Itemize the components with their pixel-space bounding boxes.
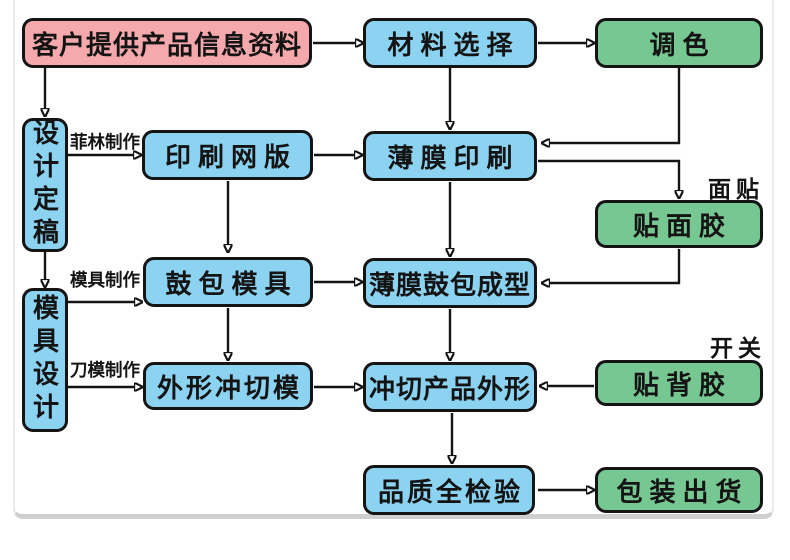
- edge-label-film-making: 菲林制作: [70, 132, 140, 152]
- side-label-face-sticker: 面贴: [708, 176, 764, 202]
- edge-label-mold-making: 模具制作: [70, 270, 140, 290]
- node-film-bulge-forming: 薄膜鼓包成型: [363, 258, 537, 308]
- node-design-finalize: 设计定稿: [22, 118, 68, 252]
- node-film-printing: 薄膜印刷: [363, 131, 537, 181]
- node-quality-inspection: 品质全检验: [363, 465, 535, 515]
- node-face-adhesive: 贴面胶: [595, 200, 763, 248]
- node-packing-shipping: 包装出货: [595, 467, 763, 513]
- node-screen-plate: 印刷网版: [142, 130, 313, 180]
- node-shape-cutting-die: 外形冲切模: [143, 362, 313, 410]
- node-back-adhesive: 贴背胶: [595, 360, 763, 406]
- arrow-faceadhesive-to-forming: [549, 249, 681, 283]
- edge-label-die-making: 刀模制作: [70, 360, 140, 380]
- node-material-selection: 材料选择: [363, 18, 537, 68]
- arrow-filmprint-to-faceadhesive: [538, 159, 679, 191]
- node-die-cut-shape: 冲切产品外形: [363, 362, 537, 412]
- node-mold-design: 模具设计: [22, 288, 68, 432]
- node-customer-info: 客户提供产品信息资料: [22, 18, 312, 68]
- arrow-color-to-filmprint: [549, 68, 681, 143]
- node-color-mixing: 调色: [595, 18, 763, 68]
- side-label-switch: 开关: [710, 335, 766, 361]
- node-bulge-mold: 鼓包模具: [143, 257, 313, 307]
